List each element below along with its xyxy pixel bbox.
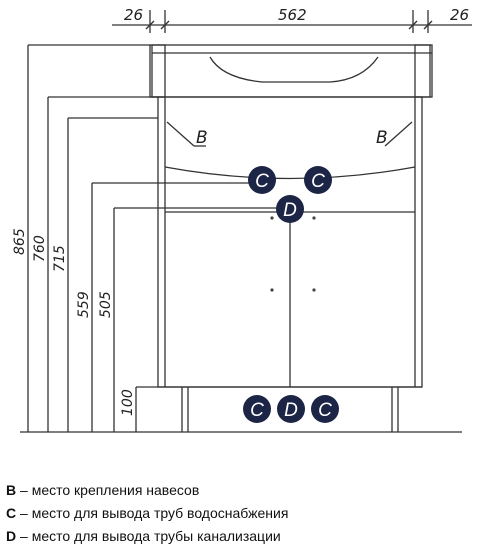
dim-top-right: 26 [450,6,469,24]
svg-text:C: C [255,171,269,192]
dim-715: 715 [52,245,68,272]
dim-top-width: 562 [278,6,307,24]
legend-text-c: – место для вывода труб водоснабжения [16,505,289,521]
badge-d-bottom: D [277,395,305,423]
svg-text:C: C [318,400,332,421]
legend-row-d: D – место для вывода трубы канализации [6,525,476,548]
svg-text:D: D [284,400,298,421]
legend-key-c: C [6,505,17,521]
legend: B – место крепления навесов C – место дл… [6,479,476,548]
dim-100: 100 [120,389,136,416]
cabinet-drawing: 26 562 26 865 760 715 559 505 100 B B C … [12,6,472,433]
legend-row-c: C – место для вывода труб водоснабжения [6,502,476,525]
dim-865: 865 [12,228,28,255]
legend-key-b: B [6,482,17,498]
badge-d-upper: D [276,195,304,223]
marker-b-left: B [196,128,208,148]
badge-c-left: C [248,166,276,194]
svg-text:C: C [250,400,264,421]
svg-text:D: D [283,200,297,221]
cabinet-top-curve [164,166,416,180]
legend-text-b: – место крепления навесов [16,482,200,498]
badge-c-bottom-right: C [311,395,339,423]
dim-559: 559 [76,291,92,318]
basin-bowl [209,56,379,83]
dim-505: 505 [98,291,114,318]
dim-top-left: 26 [124,6,143,24]
dim-760: 760 [32,235,48,262]
legend-text-d: – место для вывода трубы канализации [16,528,281,544]
badge-c-right: C [304,166,332,194]
marker-b-right: B [376,128,388,148]
badge-c-bottom-left: C [243,395,271,423]
legend-key-d: D [6,528,17,544]
svg-text:C: C [311,171,325,192]
legend-row-b: B – место крепления навесов [6,479,476,502]
